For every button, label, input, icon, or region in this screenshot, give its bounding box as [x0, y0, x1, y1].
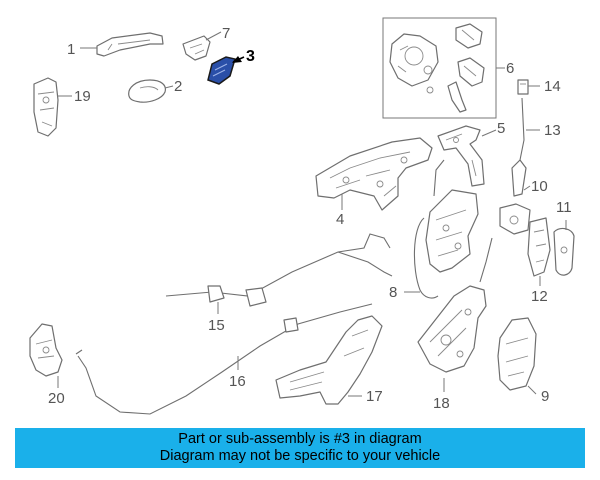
- part-3-highlighted: [207, 56, 245, 85]
- part-13-rod: [511, 97, 540, 197]
- part-4-lock-module: [315, 137, 433, 211]
- part-7-handle-bracket: [182, 31, 222, 61]
- part-15-cable: [165, 233, 393, 314]
- callout-19: 19: [74, 88, 91, 105]
- callout-11: 11: [556, 199, 572, 216]
- part-16-long-cable: [75, 303, 373, 415]
- part-20-actuator: [29, 323, 63, 388]
- banner-disclaimer-line: Diagram may not be specific to your vehi…: [159, 448, 441, 464]
- callout-15: 15: [208, 317, 225, 334]
- part-5-lock-bracket: [437, 125, 497, 187]
- parts-diagram: 1 7 3 2 19 6 14 5 13 10 11 4 12 8 15 16 …: [29, 17, 575, 415]
- banner-part-line: Part or sub-assembly is #3 in diagram: [178, 431, 422, 447]
- part-6-lock-cylinder-set: [382, 17, 505, 119]
- callout-3: 3: [246, 48, 255, 65]
- callout-5: 5: [497, 120, 505, 137]
- part-10-striker: [499, 185, 531, 235]
- callout-13: 13: [544, 122, 561, 139]
- part-9-rear-latch: [497, 317, 537, 395]
- callout-16: 16: [229, 373, 246, 390]
- callout-17: 17: [366, 388, 383, 405]
- callout-1: 1: [67, 41, 75, 58]
- part-12-gasket: [527, 217, 551, 286]
- part-8-door-latch: [404, 159, 479, 299]
- part-17-carrier: [275, 315, 383, 405]
- callout-4: 4: [336, 211, 344, 228]
- callout-8: 8: [389, 284, 397, 301]
- callout-14: 14: [544, 78, 561, 95]
- callout-10: 10: [531, 178, 548, 195]
- info-banner: Part or sub-assembly is #3 in diagram Di…: [15, 428, 585, 468]
- callout-6: 6: [506, 60, 514, 77]
- callout-9: 9: [541, 388, 549, 405]
- callout-2: 2: [174, 78, 182, 95]
- part-2-handle-cap: [128, 79, 174, 103]
- callout-18: 18: [433, 395, 450, 412]
- part-19-actuator: [33, 77, 72, 137]
- part-14-clip: [517, 79, 540, 95]
- callout-20: 20: [48, 390, 65, 407]
- part-11-plate: [553, 220, 575, 276]
- part-18-latch-housing: [417, 237, 493, 392]
- callout-12: 12: [531, 288, 548, 305]
- part-1-outer-handle: [80, 32, 164, 57]
- callout-7: 7: [222, 25, 230, 42]
